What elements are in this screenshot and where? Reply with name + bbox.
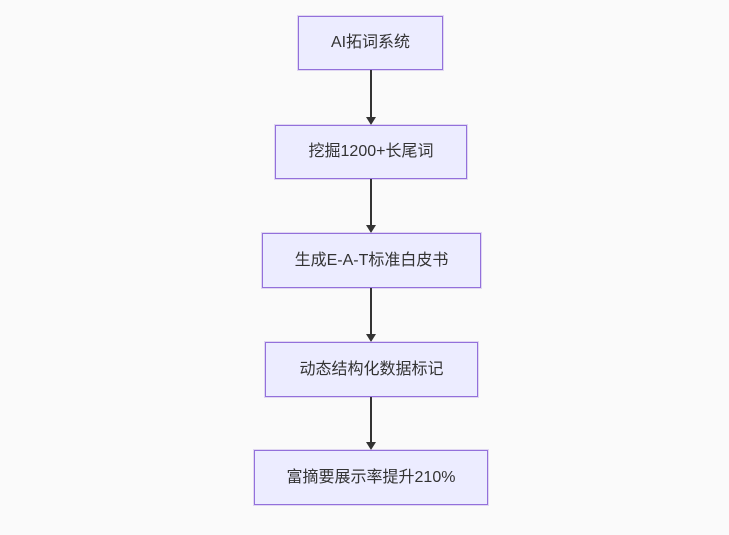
flow-node-eat-whitepaper: 生成E-A-T标准白皮书 <box>262 233 481 288</box>
arrow-head-icon <box>366 442 376 450</box>
arrow-line <box>370 179 372 225</box>
arrow-head-icon <box>366 334 376 342</box>
arrow-line <box>370 397 372 442</box>
flow-node-ai-keyword-system: AI拓词系统 <box>298 16 443 70</box>
flow-node-label: AI拓词系统 <box>330 34 411 52</box>
flow-node-label: 动态结构化数据标记 <box>299 360 444 378</box>
flow-arrow-2-to-3 <box>366 179 376 233</box>
arrow-line <box>370 288 372 334</box>
arrow-line <box>370 70 372 117</box>
flow-node-structured-data-markup: 动态结构化数据标记 <box>265 342 478 397</box>
flow-node-label: 富摘要展示率提升210% <box>286 468 456 486</box>
flow-arrow-3-to-4 <box>366 288 376 342</box>
flow-node-rich-snippet-rate: 富摘要展示率提升210% <box>254 450 488 505</box>
flow-node-label: 生成E-A-T标准白皮书 <box>294 251 449 269</box>
arrow-head-icon <box>366 117 376 125</box>
flow-arrow-1-to-2 <box>366 70 376 125</box>
flow-node-longtail-keywords: 挖掘1200+长尾词 <box>275 125 467 179</box>
arrow-head-icon <box>366 225 376 233</box>
flow-node-label: 挖掘1200+长尾词 <box>308 143 434 161</box>
flow-arrow-4-to-5 <box>366 397 376 450</box>
